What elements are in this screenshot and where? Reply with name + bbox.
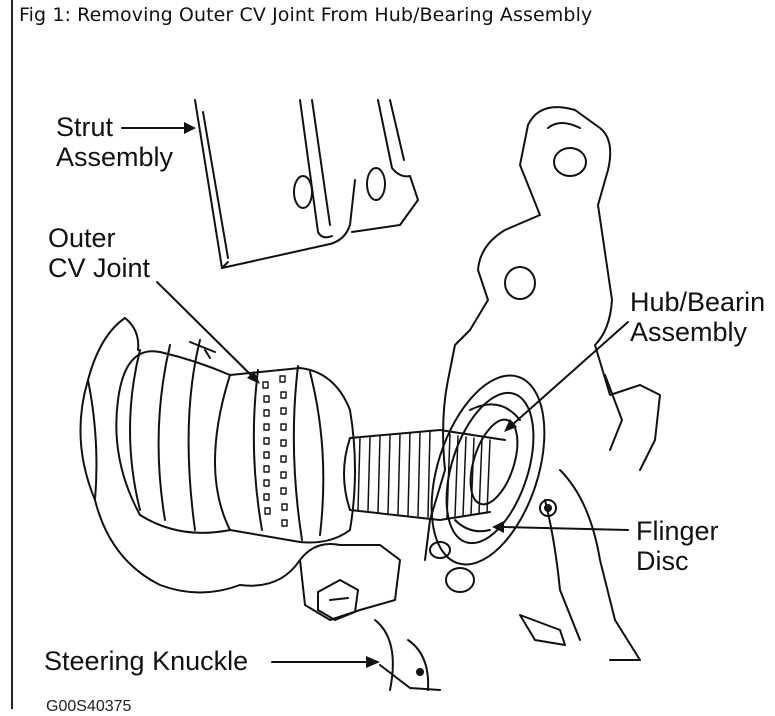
label-strut-line1: Strut xyxy=(56,112,114,142)
label-flinger-line1: Flinger xyxy=(636,516,719,546)
hand-drawing xyxy=(79,317,301,594)
callout-lines xyxy=(121,122,629,668)
figure-title: Fig 1: Removing Outer CV Joint From Hub/… xyxy=(19,4,593,26)
lower-bracket-drawing xyxy=(299,499,566,646)
steering-knuckle-drawing xyxy=(374,106,661,691)
label-strut-assembly: Strut Assembly xyxy=(56,112,173,172)
figure-code: G00S40375 xyxy=(46,698,132,715)
label-steering-knuckle: Steering Knuckle xyxy=(44,646,248,676)
label-flinger-line2: Disc xyxy=(636,546,689,576)
threaded-shaft-drawing xyxy=(343,429,506,521)
label-hub-bearing-assembly: Hub/Bearin Assembly xyxy=(630,287,765,347)
hub-bearing-drawing xyxy=(430,374,546,566)
label-outer-cv-line2: CV Joint xyxy=(48,253,151,283)
label-knuckle-line1: Steering Knuckle xyxy=(44,646,249,676)
label-strut-line2: Assembly xyxy=(56,142,174,172)
label-flinger-disc: Flinger Disc xyxy=(636,516,719,576)
left-border-rule xyxy=(11,0,13,709)
label-hub-line2: Assembly xyxy=(630,317,748,347)
label-outer-cv-joint: Outer CV Joint xyxy=(48,223,150,283)
strut-assembly-drawing xyxy=(194,99,419,269)
label-hub-line1: Hub/Bearin xyxy=(630,287,766,317)
outer-cv-joint-drawing xyxy=(115,339,356,544)
label-outer-cv-line1: Outer xyxy=(48,223,116,253)
